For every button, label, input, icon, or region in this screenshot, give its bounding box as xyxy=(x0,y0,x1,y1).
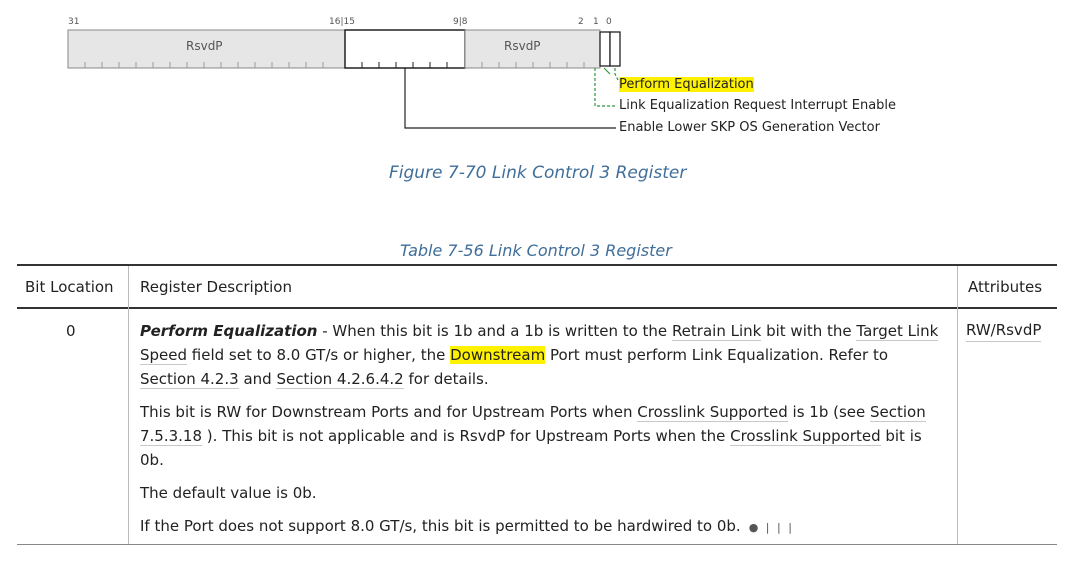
highlighted-downstream: Downstream xyxy=(450,346,546,364)
col-divider-2 xyxy=(957,266,958,544)
bit-label-16-15: 16|15 xyxy=(329,17,355,27)
bit0-box xyxy=(609,31,621,67)
bit1-box xyxy=(599,31,611,67)
rsvd-right-ticks xyxy=(481,62,585,68)
link-crosslink-supported-2[interactable]: Crosslink Supported xyxy=(730,427,881,446)
header-attributes: Attributes xyxy=(968,278,1043,296)
cell-bit-location: 0 xyxy=(66,322,76,340)
table-bottom-rule xyxy=(17,544,1057,545)
bit0-leader xyxy=(614,68,619,81)
description-paragraph-1: Perform Equalization - When this bit is … xyxy=(140,322,939,389)
description-paragraph-4: If the Port does not support 8.0 GT/s, t… xyxy=(140,514,948,540)
field-name-term: Perform Equalization xyxy=(140,322,318,340)
link-retrain-link[interactable]: Retrain Link xyxy=(671,322,762,341)
bit-label-9-8: 9|8 xyxy=(453,17,468,27)
link-crosslink-supported[interactable]: Crosslink Supported xyxy=(637,403,788,422)
rsvd-left-label: RsvdP xyxy=(186,39,223,53)
skp-vector-ticks xyxy=(361,62,448,68)
header-register-description: Register Description xyxy=(140,278,292,296)
cell-attributes: RW/RsvdP xyxy=(966,319,1042,342)
rsvd-right-label: RsvdP xyxy=(504,39,541,53)
table-caption: Table 7-56 Link Control 3 Register xyxy=(400,241,672,260)
bit-label-31: 31 xyxy=(68,17,80,27)
rsvd-right-block xyxy=(464,29,601,69)
figure-caption: Figure 7-70 Link Control 3 Register xyxy=(389,163,687,183)
leader-lines xyxy=(404,67,619,129)
skp-vector-block xyxy=(344,29,466,69)
link-section-4-2-3[interactable]: Section 4.2.3 xyxy=(140,370,239,389)
bit0-leader-tick xyxy=(603,67,611,75)
table-header-rule xyxy=(17,307,1057,309)
table-top-rule xyxy=(17,264,1057,266)
rsvd-left-ticks xyxy=(84,62,324,68)
field-label-link-eq-request-interrupt: Link Equalization Request Interrupt Enab… xyxy=(619,98,897,113)
skp-leader xyxy=(404,68,616,129)
bit-label-0: 0 xyxy=(606,17,612,27)
link-target-link-speed[interactable]: Target Link Speed xyxy=(140,322,939,365)
col-divider-1 xyxy=(128,266,129,544)
bit-label-1: 1 xyxy=(593,17,599,27)
field-label-perform-equalization: Perform Equalization xyxy=(619,77,754,92)
header-bit-location: Bit Location xyxy=(25,278,114,296)
rsvd-left-block xyxy=(67,29,346,69)
scan-artifact-mark: ● | | | xyxy=(748,521,794,534)
field-label-enable-lower-skp: Enable Lower SKP OS Generation Vector xyxy=(619,120,880,135)
link-section-4-2-6-4-2[interactable]: Section 4.2.6.4.2 xyxy=(276,370,404,389)
register-diagram xyxy=(67,29,621,129)
cell-register-description: Perform Equalization - When this bit is … xyxy=(140,319,948,549)
bit1-leader xyxy=(594,68,616,107)
description-paragraph-2: This bit is RW for Downstream Ports and … xyxy=(140,403,926,469)
description-paragraph-3: The default value is 0b. xyxy=(140,484,317,502)
bit-label-2: 2 xyxy=(578,17,584,27)
link-section-7-5-3-18[interactable]: Section 7.5.3.18 xyxy=(140,403,926,446)
